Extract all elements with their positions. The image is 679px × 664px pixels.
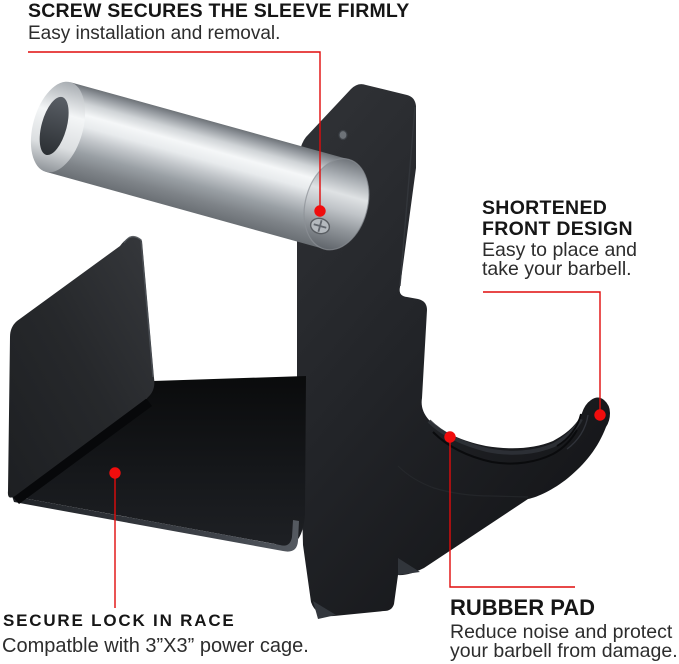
callout-dot-pad (444, 431, 456, 443)
screw-callout-title: SCREW SECURES THE SLEEVE FIRMLY (28, 0, 410, 22)
callout-lines (28, 51, 601, 608)
bolt-hole (338, 129, 348, 141)
front-plate-thickness (12, 398, 152, 504)
rubber-pad-body-line2: your barbell from damage. (450, 640, 678, 662)
sleeve-bore (39, 96, 69, 156)
front-design-title-line1: SHORTENED (482, 197, 608, 219)
rubber-pad-callout-title: RUBBER PAD (450, 595, 596, 620)
back-plate-and-hook (297, 84, 610, 617)
front-design-callout-body: Easy to place and take your barbell. (482, 241, 637, 278)
callout-dot-front (594, 409, 606, 421)
foot-bevel (398, 558, 420, 575)
bottom-plate (12, 376, 306, 546)
front-design-body-line1: Easy to place and (482, 239, 638, 261)
secure-lock-callout-title: SECURE LOCK IN RACE (3, 611, 236, 630)
secure-lock-callout-body: Compatble with 3”X3” power cage. (2, 635, 309, 657)
wedge-bevel (313, 601, 336, 619)
front-plate-edge-bevel (123, 235, 154, 378)
screw-callout-body: Easy installation and removal. (28, 23, 281, 44)
front-design-title-line2: FRONT DESIGN (482, 218, 633, 240)
callout-line-screw (28, 51, 321, 206)
front-design-body-line2: take your barbell. (482, 257, 632, 280)
callout-dot-screw (314, 205, 326, 217)
plate-right-edge-sheen (399, 106, 416, 287)
bottom-edge-highlight (12, 496, 299, 552)
callout-line-front (483, 291, 601, 410)
hook-saddle-inner-edge (432, 429, 578, 465)
front-design-callout-title: SHORTENED FRONT DESIGN (482, 198, 633, 240)
callout-dots (109, 205, 606, 479)
rubber-pad-seam (556, 413, 582, 447)
hook-foot-edge (397, 465, 529, 498)
front-plate (7, 237, 155, 498)
rubber-pad-seam-2 (566, 414, 589, 450)
rubber-pad-callout-body: Reduce noise and protect your barbell fr… (450, 621, 678, 662)
callout-line-pad (449, 442, 575, 588)
callout-dot-lock (109, 467, 121, 479)
rubber-pad-body-line1: Reduce noise and protect (450, 621, 673, 643)
set-screw (309, 217, 331, 235)
